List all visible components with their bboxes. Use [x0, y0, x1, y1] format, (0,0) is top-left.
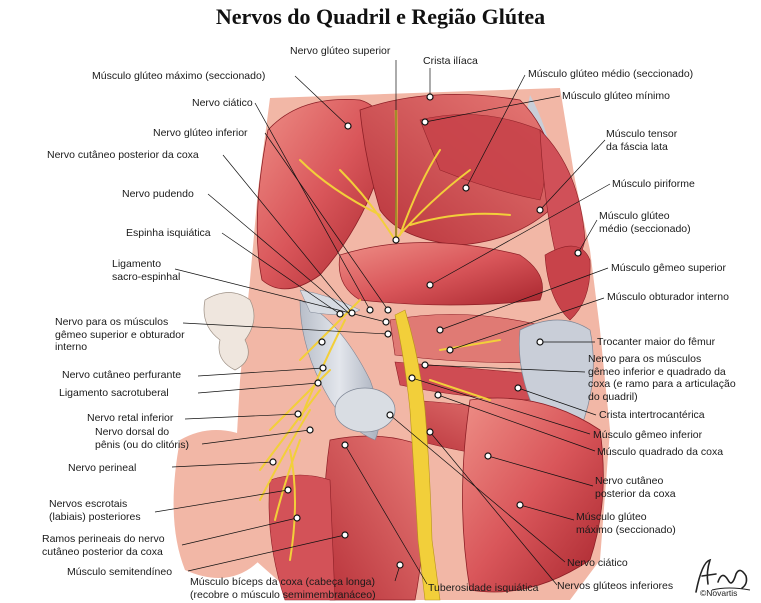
label-crista-intertrocanterica: Crista intertrocantérica [599, 409, 705, 421]
piriformis [338, 242, 543, 306]
label-nervos-gluteos-inferiores: Nervos glúteos inferiores [557, 580, 674, 592]
label-musculo-gluteo-minimo: Músculo glúteo mínimo [562, 90, 670, 102]
label-nervo-dorsal-penis: Nervo dorsal do pênis (ou do clitóris) [95, 426, 189, 451]
label-nervo-ciatico-top: Nervo ciático [192, 97, 253, 109]
label-nervo-ciatico-bottom: Nervo ciático [567, 557, 628, 569]
label-nervo-cutaneo-posterior-coxa-right: Nervo cutâneo posterior da coxa [595, 475, 676, 500]
label-nervo-retal-inferior: Nervo retal inferior [87, 412, 174, 424]
label-musculo-piriforme: Músculo piriforme [612, 178, 695, 190]
label-tensor-fascia-lata: Músculo tensor da fáscia lata [606, 128, 678, 153]
sciatic-nerve [394, 309, 441, 601]
sacrospinous-ligament [299, 289, 361, 315]
label-nervo-gemeo-inf-quadrado: Nervo para os músculos gêmeo inferior e … [588, 353, 736, 403]
label-musculo-biceps: Músculo bíceps da coxa (cabeça longa) (r… [190, 576, 376, 601]
label-nervo-perineal: Nervo perineal [68, 462, 137, 474]
label-nervo-gluteo-superior: Nervo glúteo superior [290, 45, 391, 57]
label-nervo-gemeo-sup-obturador: Nervo para os músculos gêmeo superior e … [55, 316, 185, 353]
label-musculo-gluteo-maximo-right: Músculo glúteo máximo (seccionado) [576, 511, 676, 536]
label-musculo-gemeo-inferior: Músculo gêmeo inferior [593, 429, 703, 441]
semitendinosus [268, 474, 336, 601]
sacrum-coccyx [203, 292, 255, 371]
label-musculo-obturador-interno: Músculo obturador interno [607, 291, 729, 303]
label-nervo-cutaneo-perfurante: Nervo cutâneo perfurante [62, 369, 182, 381]
brand-copyright: ©Novartis [700, 588, 738, 598]
gluteus-maximus-upper [256, 99, 385, 290]
label-nervos-escrotais: Nervos escrotais (labiais) posteriores [49, 498, 141, 523]
gluteus-maximus-lower [462, 397, 604, 593]
label-nervo-gluteo-inferior: Nervo glúteo inferior [153, 127, 248, 139]
label-musculo-gluteo-medio-right: Músculo glúteo médio (seccionado) [599, 210, 691, 235]
label-musculo-semitendineo: Músculo semitendíneo [67, 566, 173, 578]
netter-signature-logo [695, 558, 751, 593]
label-ramos-perineais: Ramos perineais do nervo cutâneo posteri… [42, 533, 165, 558]
label-nervo-cutaneo-posterior-coxa-top: Nervo cutâneo posterior da coxa [47, 149, 199, 161]
label-trocanter-maior: Trocanter maior do fêmur [597, 336, 716, 348]
label-musculo-gluteo-medio-top: Músculo glúteo médio (seccionado) [528, 68, 694, 80]
label-nervo-pudendo: Nervo pudendo [122, 188, 194, 200]
label-musculo-gluteo-maximo-top: Músculo glúteo máximo (seccionado) [92, 70, 266, 82]
label-tuberosidade-isquiatica: Tuberosidade isquiática [428, 582, 539, 594]
label-ligamento-sacroespinhal: Ligamento sacro-espinhal [112, 258, 181, 283]
page-title: Nervos do Quadril e Região Glútea [215, 4, 546, 29]
label-ligamento-sacrotuberal: Ligamento sacrotuberal [59, 387, 169, 399]
perineal-skin [173, 430, 260, 578]
label-espinha-isquiatica: Espinha isquiática [126, 227, 211, 239]
label-musculo-quadrado-coxa: Músculo quadrado da coxa [597, 446, 724, 458]
pointer-dots [269, 93, 582, 569]
label-crista-iliaca: Crista ilíaca [423, 55, 478, 67]
ischial-tuberosity [334, 387, 396, 433]
leader-lines [154, 60, 611, 586]
label-musculo-gemeo-superior: Músculo gêmeo superior [611, 262, 726, 274]
